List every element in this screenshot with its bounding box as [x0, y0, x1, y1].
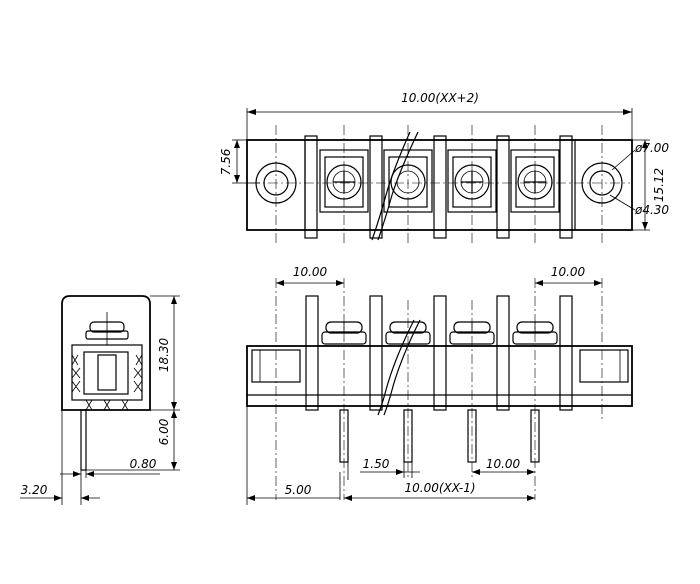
- pin-length-label: 6.00: [157, 418, 171, 445]
- pitch-left-label: 10.00: [293, 265, 328, 279]
- side-offset-label: 3.20: [21, 483, 48, 497]
- end-offset-label: 5.00: [285, 483, 312, 497]
- body-height-label: 18.30: [157, 337, 171, 372]
- pin-pitch-label: 10.00: [486, 457, 521, 471]
- barrier-posts-front: [305, 295, 573, 411]
- hole-inner-diameter-label: ø4.30: [634, 203, 669, 217]
- top-view: 10.00(XX+2) 7.56 15.12 ø7.00 ø4.30: [219, 91, 669, 245]
- front-view: 10.00 10.00 1.50 10.00 5.00 10.00(XX-1): [246, 265, 633, 505]
- span-label: 10.00(XX-1): [404, 481, 475, 495]
- pins-front: [339, 409, 540, 463]
- side-view: 18.30 6.00 0.80 3.20: [20, 295, 180, 505]
- overall-length-label: 10.00(XX+2): [401, 91, 479, 105]
- pin-offset-label: 1.50: [363, 457, 390, 471]
- screw-positions-top: [319, 149, 560, 213]
- pitch-right-label: 10.00: [551, 265, 586, 279]
- screw-heads-front: [321, 321, 558, 345]
- barrier-walls-top: [304, 135, 573, 239]
- top-height-left-label: 7.56: [219, 148, 233, 175]
- pin-width-label: 0.80: [130, 457, 157, 471]
- side-hatching: [71, 354, 143, 411]
- hole-outer-diameter-label: ø7.00: [634, 141, 669, 155]
- top-height-right-label: 15.12: [652, 168, 666, 202]
